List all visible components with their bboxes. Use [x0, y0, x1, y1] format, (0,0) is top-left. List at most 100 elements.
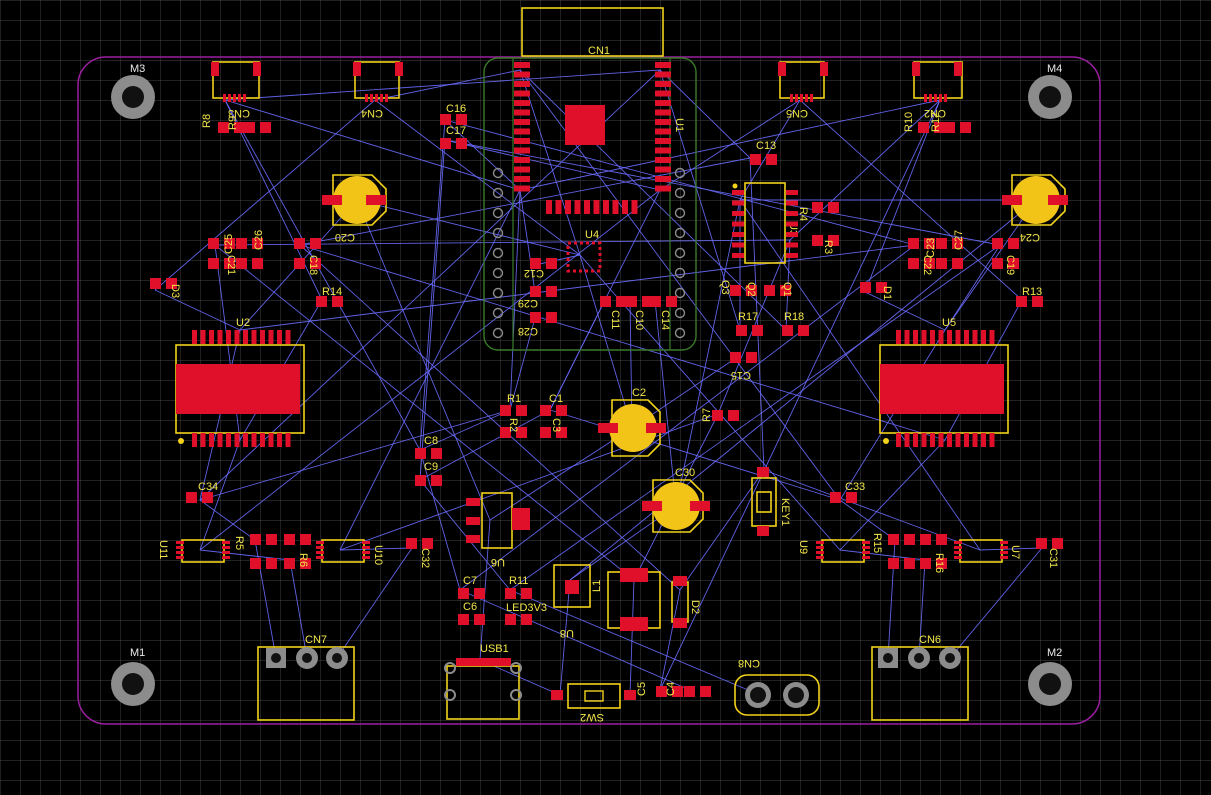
- via-hole: [674, 207, 686, 219]
- connector-cn2[interactable]: CN2: [913, 61, 963, 119]
- pad: [964, 433, 969, 447]
- pad: [233, 94, 236, 102]
- pad: [222, 551, 230, 554]
- mounting-hole-m4[interactable]: M4: [1028, 63, 1072, 119]
- pad: [655, 185, 671, 192]
- mounting-hole-m3[interactable]: M3: [111, 63, 155, 119]
- pad: [422, 538, 433, 549]
- pad: [655, 100, 671, 106]
- ratsnest-line: [509, 244, 1001, 591]
- label-u5: U5: [942, 317, 956, 329]
- pad: [266, 534, 277, 545]
- ratsnest-line: [839, 329, 946, 501]
- pad: [786, 232, 798, 237]
- ratsnest-line: [214, 244, 635, 581]
- pad: [228, 94, 231, 102]
- ic-u2[interactable]: U2: [175, 317, 305, 444]
- pad: [380, 94, 383, 102]
- pad: [530, 258, 541, 269]
- capacitor-c24[interactable]: C24: [1002, 174, 1068, 243]
- module-u1[interactable]: U1: [483, 57, 697, 351]
- pad: [896, 433, 901, 447]
- ratsnest-line: [629, 579, 635, 696]
- ic-u5[interactable]: U5: [879, 317, 1009, 444]
- via-hole: [492, 327, 504, 339]
- pad: [251, 330, 257, 344]
- label-c30: C30: [675, 467, 695, 479]
- pad: [176, 546, 184, 549]
- ic-u4[interactable]: U4: [566, 229, 602, 273]
- pad: [812, 202, 823, 213]
- connector-cn8[interactable]: CN8: [734, 657, 820, 716]
- pad: [746, 285, 757, 296]
- diode-d2[interactable]: D2: [671, 576, 701, 628]
- pad: [316, 296, 327, 307]
- pad: [514, 166, 530, 173]
- ratsnest-line: [839, 439, 946, 551]
- ratsnest-line: [199, 439, 241, 551]
- via-hole: [674, 227, 686, 239]
- ic-u8[interactable]: U8: [553, 564, 591, 639]
- passive-labels: C1 C3 R1 R2 R7 C8 C9 C7 C6 R11 LED3V3 C5…: [169, 103, 1059, 696]
- mounting-hole-m1[interactable]: M1: [111, 647, 155, 706]
- ratsnest-line: [918, 559, 926, 659]
- ratsnest-line: [419, 409, 551, 481]
- connector-cn1[interactable]: CN1: [521, 7, 664, 57]
- label-d1: D1: [881, 286, 893, 300]
- label-r10: R10: [903, 112, 915, 132]
- label-cn1: CN1: [588, 45, 610, 57]
- mounting-hole-m2[interactable]: M2: [1028, 647, 1072, 706]
- pad: [732, 211, 744, 216]
- pad: [200, 433, 206, 447]
- pad: [593, 200, 600, 214]
- pad: [992, 238, 1003, 249]
- ratsnest-line: [654, 299, 677, 507]
- pad: [920, 558, 931, 569]
- pad: [514, 119, 530, 125]
- pad: [209, 433, 214, 447]
- pad: [440, 114, 451, 125]
- pad: [546, 200, 552, 214]
- switch-sw2[interactable]: SW2: [551, 683, 636, 723]
- ratsnest-line: [559, 579, 571, 696]
- pad: [712, 410, 723, 421]
- pad: [530, 286, 541, 297]
- via-hole: [492, 187, 504, 199]
- capacitor-c2[interactable]: C2: [598, 387, 666, 457]
- pad: [514, 138, 530, 144]
- pad: [924, 258, 935, 269]
- pad: [514, 176, 530, 182]
- label-c8: C8: [424, 435, 438, 447]
- ratsnest-line: [459, 244, 916, 591]
- capacitor-c30[interactable]: C30: [642, 467, 710, 533]
- pad: [431, 448, 442, 459]
- pad: [952, 238, 963, 249]
- inductor-l1[interactable]: L1: [591, 568, 661, 631]
- pad: [514, 185, 530, 192]
- pad: [728, 410, 739, 421]
- label-u11: U11: [157, 540, 169, 559]
- capacitor-c20[interactable]: C20: [322, 174, 387, 243]
- pad: [650, 296, 661, 307]
- pad: [828, 202, 839, 213]
- ic-u6[interactable]: U6: [466, 492, 530, 568]
- pad: [913, 330, 918, 344]
- pad: [655, 157, 671, 163]
- pad: [918, 122, 929, 133]
- pad: [944, 122, 955, 133]
- pad: [222, 546, 230, 549]
- pad: [362, 551, 370, 554]
- board-outline: [77, 56, 1101, 725]
- pad: [981, 433, 986, 447]
- key-key1[interactable]: KEY1: [751, 467, 791, 536]
- ratsnest-line: [199, 499, 256, 541]
- pad: [456, 138, 467, 149]
- pad: [514, 81, 530, 87]
- ratsnest-line: [356, 199, 581, 256]
- connector-cn7[interactable]: CN7: [257, 634, 355, 721]
- connector-usb1[interactable]: USB1: [444, 643, 522, 720]
- pad: [786, 190, 798, 195]
- connector-cn6[interactable]: CN6: [871, 634, 969, 721]
- pad: [332, 296, 343, 307]
